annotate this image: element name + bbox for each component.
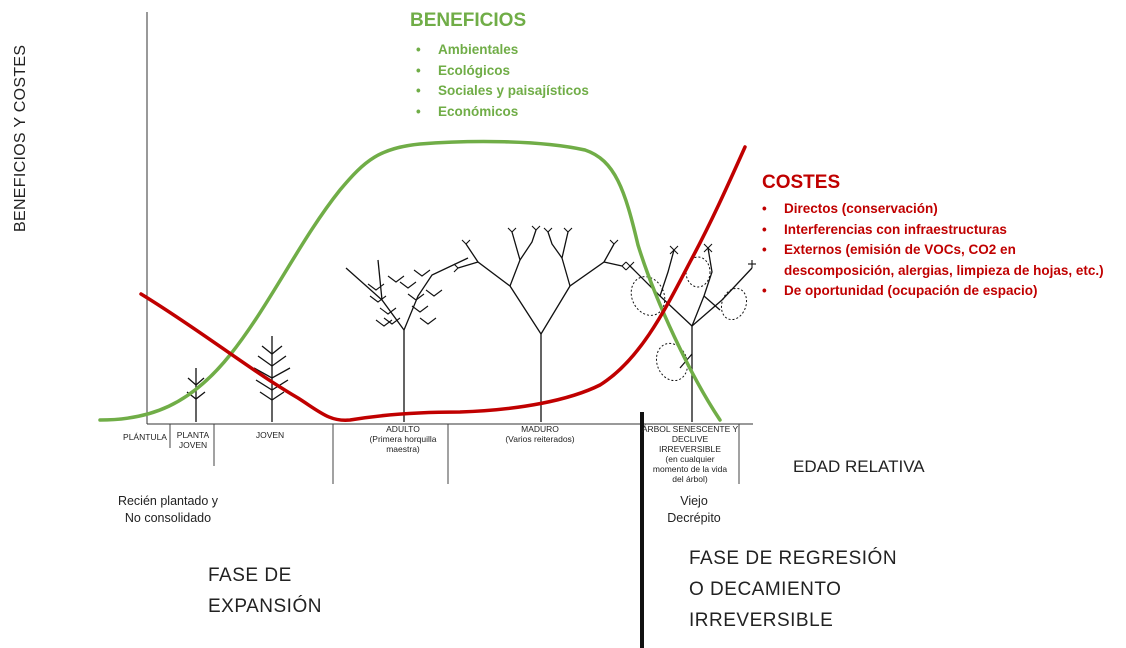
stage-senescente-line2: DECLIVE IRREVERSIBLE [659, 434, 721, 454]
costs-item: Externos (emisión de VOCs, CO2 en [760, 240, 1104, 261]
stage-label-maduro: MADURO (Varios reiterados) [490, 424, 590, 444]
stage-label-planta-joven: PLANTA JOVEN [172, 430, 214, 450]
stage-plantula-text: PLÁNTULA [123, 432, 167, 442]
stage-senescente-line3: (en cualquier [665, 454, 715, 464]
note-recien-line2: No consolidado [124, 511, 212, 525]
benefits-curve [98, 139, 722, 422]
benefits-list: Ambientales Ecológicos Sociales y paisaj… [414, 40, 589, 122]
costs-title: COSTES [762, 172, 841, 193]
stage-label-joven: JOVEN [240, 430, 300, 440]
stage-label-senescente: ÁRBOL SENESCENTE Y DECLIVE IRREVERSIBLE … [640, 424, 740, 484]
note-viejo-line1: Viejo [680, 494, 708, 508]
costs-item: Interferencias con infraestructuras [760, 220, 1104, 241]
costs-list: Directos (conservación) Interferencias c… [760, 199, 1104, 302]
stage-separators [169, 424, 740, 484]
stage-label-adulto: ADULTO (Primera horquilla maestra) [358, 424, 448, 454]
phase-regresion-line3: IRREVERSIBLE [689, 610, 834, 631]
stage-joven-text: JOVEN [255, 430, 285, 440]
stage-maduro-line1: MADURO [521, 424, 559, 434]
note-viejo-line2: Decrépito [667, 511, 721, 525]
note-viejo: Viejo Decrépito [654, 493, 734, 527]
costs-item: De oportunidad (ocupación de espacio) [760, 281, 1104, 302]
y-axis-label: BENEFICIOS Y COSTES [12, 44, 29, 232]
phase-expansion: FASE DE EXPANSIÓN [208, 560, 322, 622]
note-recien-plantado: Recién plantado y No consolidado [98, 493, 238, 527]
stage-maduro-line2: (Varios reiterados) [505, 434, 575, 444]
phase-regresion-line1: FASE DE REGRESIÓN [689, 548, 898, 569]
costs-item-continuation: descomposición, alergias, limpieza de ho… [784, 262, 1104, 278]
stage-adulto-line2: (Primera horquilla [369, 434, 437, 444]
tree-adulto [345, 257, 469, 422]
phase-regresion: FASE DE REGRESIÓN O DECAMIENTO IRREVERSI… [689, 543, 897, 636]
phase-regresion-line2: O DECAMIENTO [689, 579, 842, 600]
phase-expansion-line1: FASE DE [208, 565, 292, 586]
stage-adulto-line3: maestra) [386, 444, 420, 454]
stage-label-plantula: PLÁNTULA [120, 432, 170, 442]
note-recien-line1: Recién plantado y [117, 494, 219, 508]
tree-joven [253, 336, 291, 422]
stage-planta-joven-line2: JOVEN [178, 440, 208, 450]
benefits-item: Ambientales [414, 40, 589, 61]
benefits-item: Ecológicos [414, 61, 589, 82]
stage-adulto-line1: ADULTO [386, 424, 420, 434]
stage-planta-joven-line1: PLANTA [176, 430, 210, 440]
benefits-item: Sociales y paisajísticos [414, 81, 589, 102]
benefits-item: Económicos [414, 102, 589, 123]
costs-item: Directos (conservación) [760, 199, 1104, 220]
x-axis-label: EDAD RELATIVA [793, 457, 925, 476]
costs-curve [139, 145, 747, 422]
stage-senescente-line4: momento de la vida [652, 464, 728, 474]
tree-senescente [625, 243, 756, 422]
stage-senescente-line1: ÁRBOL SENESCENTE Y [641, 424, 739, 434]
tree-maduro [453, 225, 627, 422]
phase-expansion-line2: EXPANSIÓN [208, 596, 322, 617]
stage-senescente-line5: del árbol) [672, 474, 708, 484]
benefits-title: BENEFICIOS [410, 10, 527, 31]
